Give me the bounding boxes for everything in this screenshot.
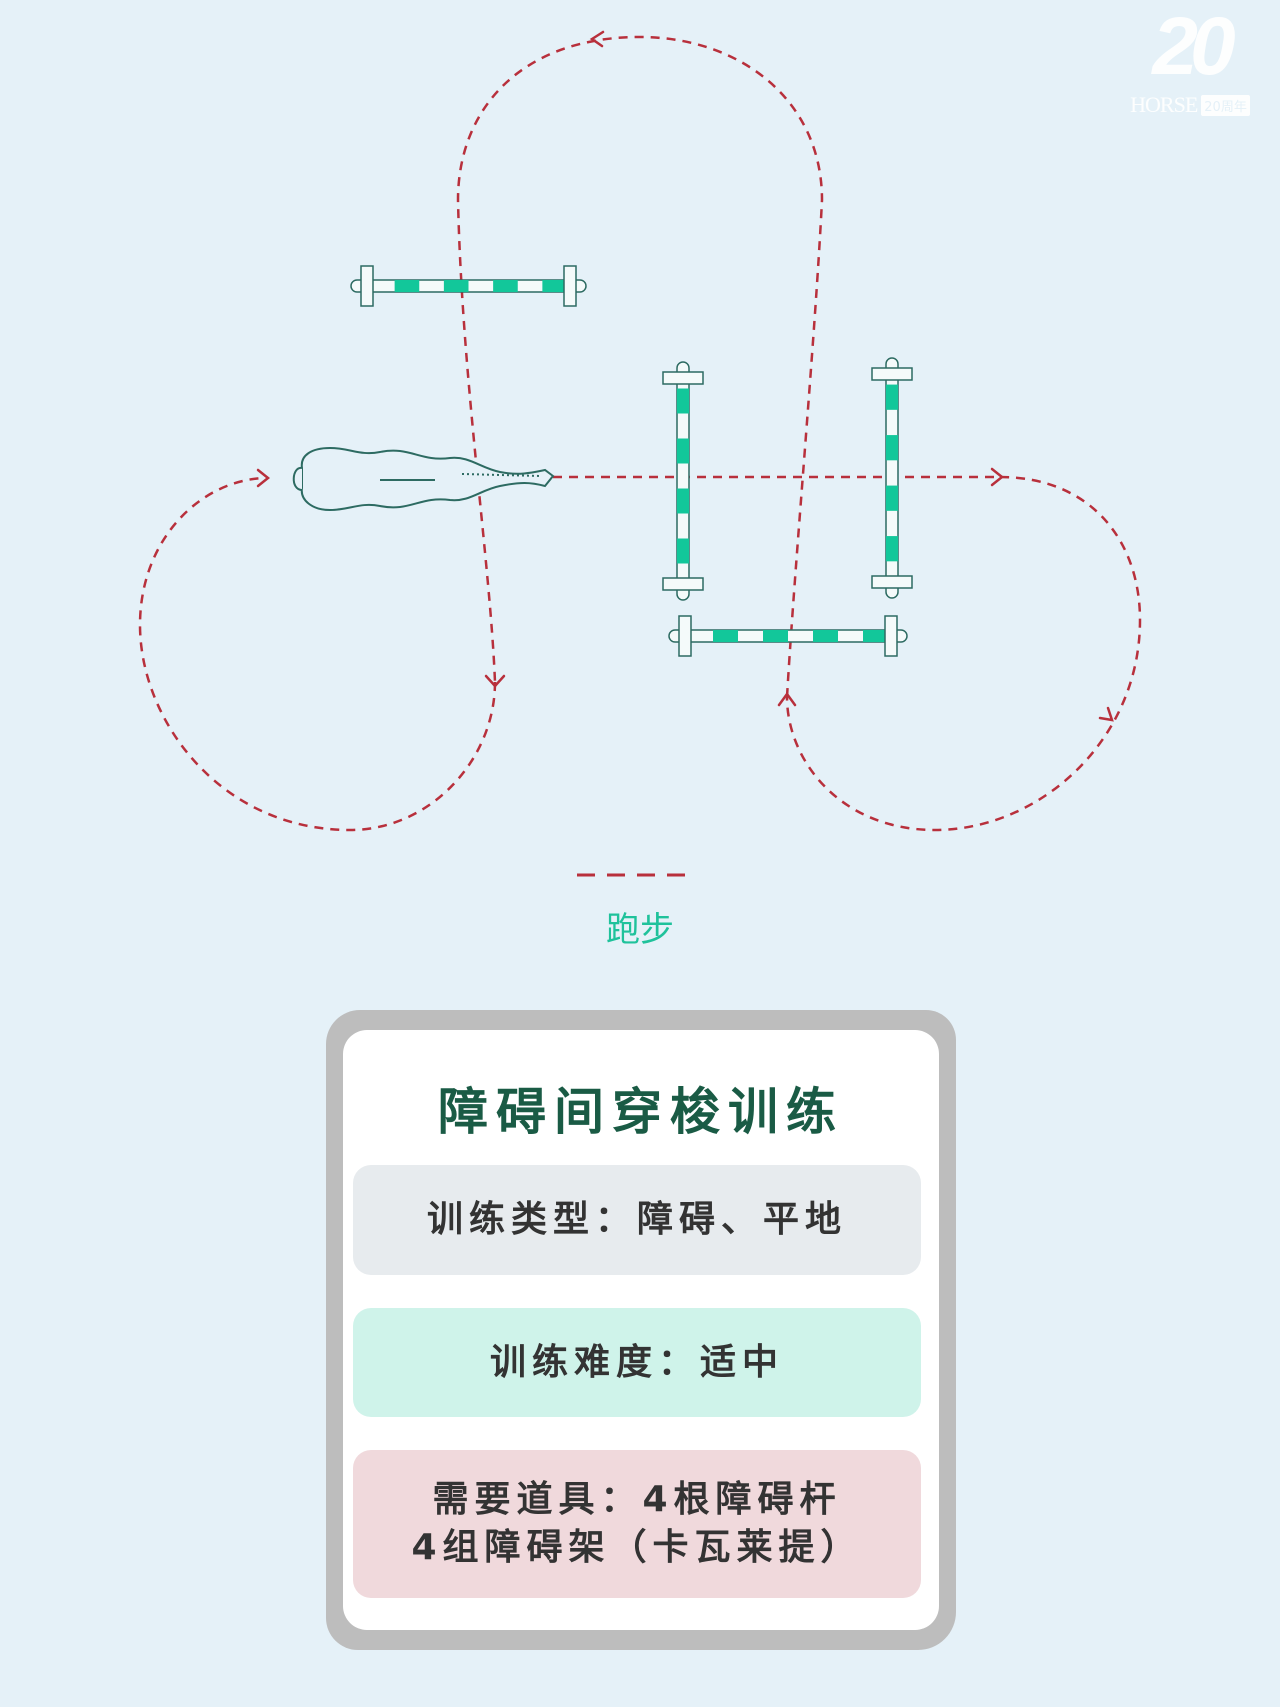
jump-pole (350, 265, 587, 307)
jump-pole (668, 615, 908, 657)
info-card: 障碍间穿梭训练 训练类型：障碍、平地 训练难度：适中 需要道具：4根障碍杆 4组… (326, 1010, 956, 1650)
training-difficulty: 训练难度：适中 (353, 1308, 921, 1417)
equipment-line-2: 4组障碍架（卡瓦莱提） (411, 1527, 863, 1568)
required-equipment: 需要道具：4根障碍杆 4组障碍架（卡瓦莱提） (353, 1450, 921, 1598)
logo-badge: 20周年 (1201, 94, 1250, 116)
gallop-path-center-up (456, 35, 824, 698)
logo-mark: 20 (1152, 1, 1235, 92)
arrow-icon (777, 691, 797, 707)
arrow-icon (589, 30, 605, 48)
jump-pole (871, 357, 913, 599)
arrow-icon (484, 674, 506, 688)
arrow-icon (256, 468, 271, 488)
equipment-line-1: 需要道具：4根障碍杆 (432, 1479, 842, 1520)
training-type: 训练类型：障碍、平地 (353, 1165, 921, 1275)
arrow-icon (1098, 706, 1114, 722)
training-difficulty-text: 训练难度：适中 (489, 1341, 784, 1383)
gallop-path-right-loop (785, 475, 1142, 832)
logo-word: HORSE (1130, 92, 1198, 117)
arrow-icon (990, 467, 1005, 487)
training-type-text: 训练类型：障碍、平地 (426, 1199, 847, 1240)
course-diagram (138, 30, 1142, 877)
jump-pole (662, 361, 704, 601)
brand-logo: 20 HORSE 20周年 (1110, 6, 1270, 118)
gallop-path-left-loop (138, 476, 497, 832)
horse-icon (292, 446, 555, 512)
legend-gallop-label: 跑步 (606, 910, 674, 950)
card-title: 障碍间穿梭训练 (438, 1083, 844, 1141)
